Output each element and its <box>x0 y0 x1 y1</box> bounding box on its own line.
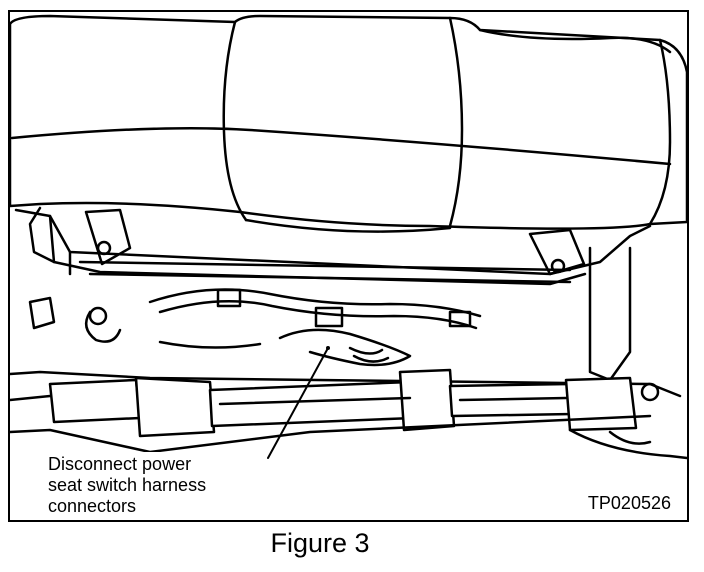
seat-cushion <box>10 14 687 233</box>
callout-line-1: Disconnect power <box>48 454 192 474</box>
callout-line-3: connectors <box>48 496 137 516</box>
callout-label: Disconnect power seat switch harness con… <box>44 452 213 519</box>
wiring-harness <box>28 288 482 367</box>
reference-code: TP020526 <box>585 493 673 514</box>
callout-line-2: seat switch harness <box>48 475 207 495</box>
seat-track-assembly <box>10 368 687 460</box>
figure-caption: Figure 3 <box>270 528 370 558</box>
seat-underside-illustration <box>10 14 687 460</box>
figure-frame: Disconnect power seat switch harness con… <box>8 10 689 522</box>
leader-dot <box>326 346 330 350</box>
seat-frame <box>14 206 652 382</box>
callout-leader-line <box>267 347 329 459</box>
